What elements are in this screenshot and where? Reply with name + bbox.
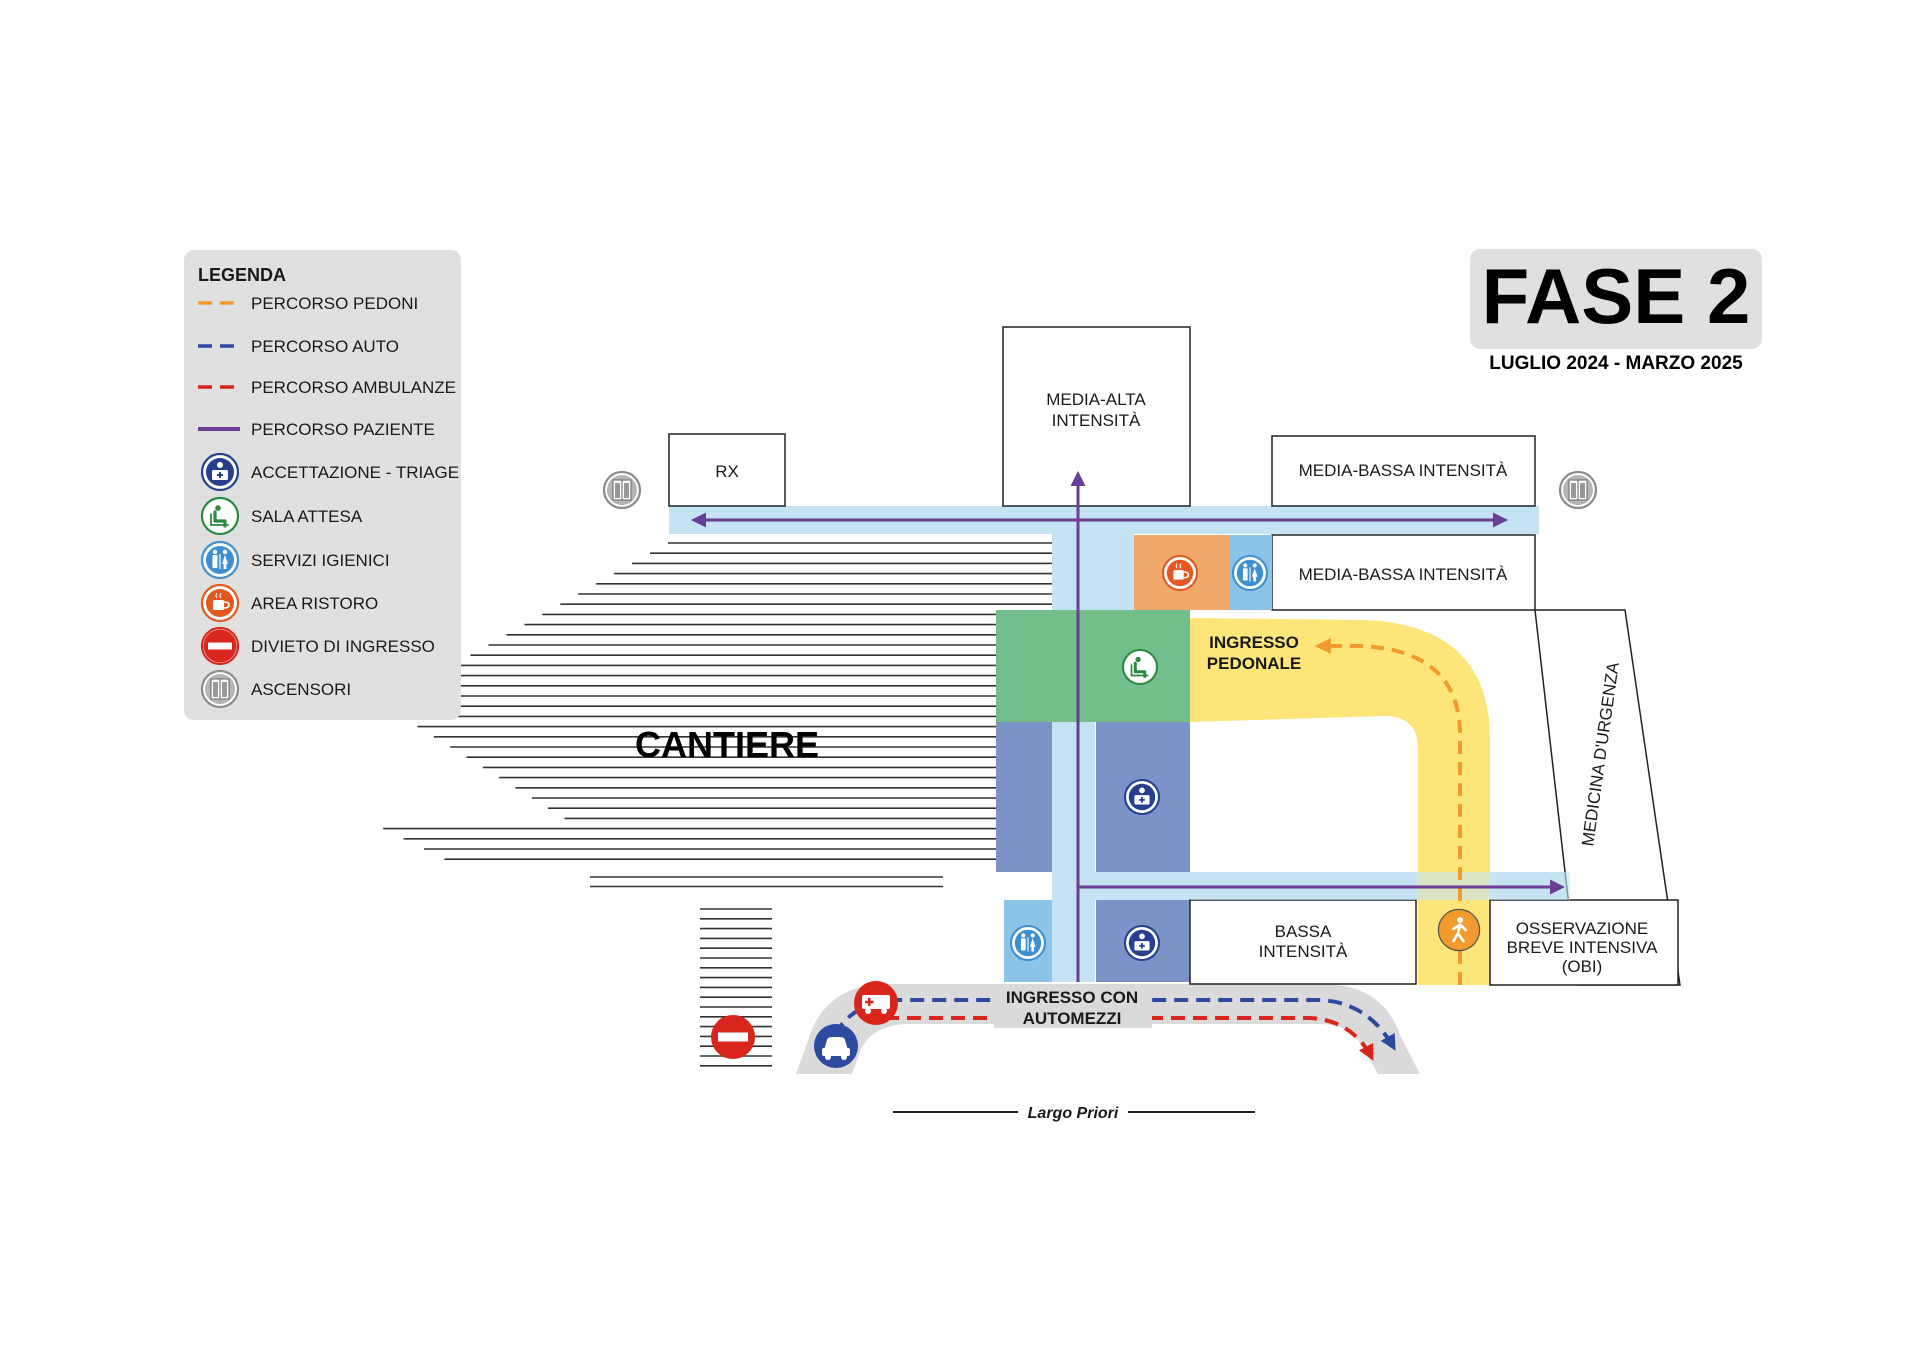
triage-icon — [1123, 778, 1161, 816]
elevator-icon — [200, 669, 240, 709]
room-media-bassa-2 — [1271, 534, 1536, 611]
legend-title: LEGENDA — [198, 265, 286, 285]
legend-box — [184, 250, 461, 720]
ambulance-icon — [854, 981, 898, 1025]
triage-icon — [1123, 924, 1161, 962]
legend-item-label: PERCORSO PEDONI — [251, 294, 418, 313]
pedestrian-entrance-label-2: PEDONALE — [1207, 654, 1301, 673]
legend-item-label: PERCORSO AMBULANZE — [251, 378, 456, 397]
legend-item-label: AREA RISTORO — [251, 594, 378, 613]
phase-period: LUGLIO 2024 - MARZO 2025 — [1489, 353, 1743, 374]
legend-item-label: PERCORSO AUTO — [251, 337, 399, 356]
elevator-icon — [1558, 470, 1598, 510]
phase-title: FASE 2 — [1482, 252, 1751, 340]
room-obi — [1489, 899, 1679, 986]
construction-site-label: CANTIERE — [635, 724, 819, 765]
pedestrian-icon — [1437, 908, 1481, 952]
legend-items: PERCORSO PEDONI PERCORSO AUTO PERCORSO AMB… — [198, 294, 459, 709]
legend-item-label: DIVIETO DI INGRESSO — [251, 637, 435, 656]
construction-site-hatching — [383, 542, 1052, 1067]
pedestrian-route-dashed — [1314, 638, 1462, 985]
vehicle-road — [796, 984, 1420, 1074]
room-media-alta-label-2: INTENSITÀ — [1052, 411, 1141, 430]
room-medicina-urgenza — [1534, 609, 1681, 986]
pedestrian-zone — [1190, 618, 1490, 985]
restroom-icon — [1231, 554, 1269, 592]
no-entry-icon — [200, 626, 240, 666]
triage-icon — [200, 452, 240, 492]
room-bassa — [1189, 899, 1417, 985]
legend-item-label: SERVIZI IGIENICI — [251, 551, 390, 570]
room-bassa-label-1: BASSA — [1275, 922, 1332, 941]
room-rx-label: RX — [715, 462, 739, 481]
map-icons — [602, 470, 1598, 962]
legend-item-label: ASCENSORI — [251, 680, 351, 699]
car-route-dashed — [833, 998, 1396, 1051]
triage-zone-left — [996, 722, 1052, 872]
cafe-icon — [200, 583, 240, 623]
waiting-room-icon — [1121, 648, 1159, 686]
room-bassa-label-2: INTENSITÀ — [1259, 942, 1348, 961]
restroom-icon — [1009, 924, 1047, 962]
room-media-alta — [1002, 326, 1191, 507]
legend-item-label: PERCORSO PAZIENTE — [251, 420, 435, 439]
room-media-bassa-1-label: MEDIA-BASSA INTENSITÀ — [1299, 461, 1508, 480]
phase-title-box — [1470, 249, 1762, 349]
ambulance-route-dashed — [885, 1016, 1374, 1061]
room-media-bassa-1 — [1271, 435, 1536, 507]
vehicle-entrance-label-bg — [994, 988, 1152, 1028]
pedestrian-entrance-label-1: INGRESSO — [1209, 633, 1299, 652]
corridor-vertical-upper — [1052, 534, 1134, 610]
elevator-icon — [602, 470, 642, 510]
street-label: Largo Priori — [1028, 1105, 1119, 1122]
waiting-room-zone — [996, 610, 1190, 722]
restroom-icon — [200, 540, 240, 580]
legend-item-label: SALA ATTESA — [251, 507, 363, 526]
vehicle-entrance-label-line1: INGRESSO CON — [1006, 988, 1138, 1007]
no-entry-icon — [711, 1015, 755, 1059]
room-obi-label-1: OSSERVAZIONE — [1516, 919, 1649, 938]
car-icon — [814, 1024, 858, 1068]
room-media-bassa-2-label: MEDIA-BASSA INTENSITÀ — [1299, 565, 1508, 584]
room-rx — [668, 433, 786, 507]
vehicle-entrance-label-line2: AUTOMEZZI — [1023, 1009, 1122, 1028]
room-media-alta-label-1: MEDIA-ALTA — [1046, 390, 1146, 409]
waiting-room-icon — [200, 496, 240, 536]
room-obi-label-2: BREVE INTENSIVA — [1507, 938, 1658, 957]
room-obi-label-3: (OBI) — [1562, 957, 1603, 976]
legend-item-label: ACCETTAZIONE - TRIAGE — [251, 463, 459, 482]
cafe-icon — [1161, 554, 1199, 592]
